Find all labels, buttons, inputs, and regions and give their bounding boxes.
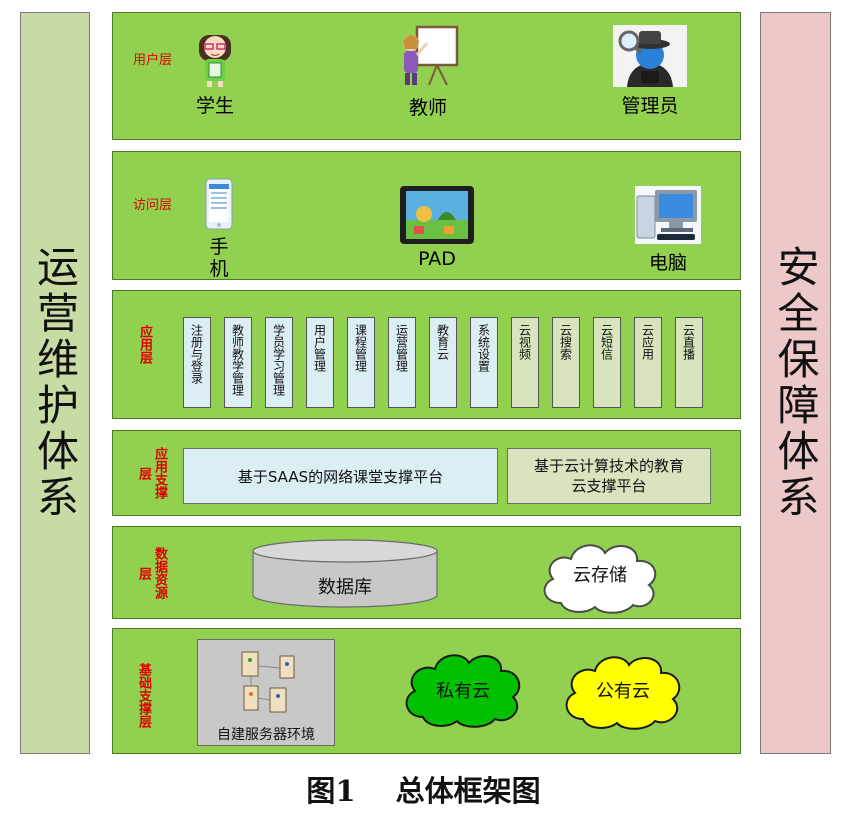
module-cloud-video: 云视频 — [511, 317, 539, 408]
cloud-platform-label: 基于云计算技术的教育云支撑平台 — [533, 457, 684, 495]
module-label: 教育云 — [435, 324, 450, 360]
application-layer-title: 应用层 — [137, 325, 152, 364]
admin-item: 管理员 — [605, 25, 695, 118]
module-label: 课程管理 — [353, 324, 368, 372]
application-support-layer: 应用支撑层 基于SAAS的网络课堂支撑平台 基于云计算技术的教育云支撑平台 — [112, 430, 741, 516]
saas-platform-box: 基于SAAS的网络课堂支撑平台 — [183, 448, 498, 504]
module-label: 系统设置 — [476, 324, 491, 372]
module-label: 云搜索 — [558, 324, 573, 360]
module-label: 云应用 — [640, 324, 655, 360]
user-layer: 用户层 学生 教师 — [112, 12, 741, 140]
module-cloud-sms: 云短信 — [593, 317, 621, 408]
data-resource-layer-title: 数据资源层 — [136, 547, 167, 599]
self-built-servers-label: 自建服务器环境 — [217, 727, 315, 743]
student-label: 学生 — [195, 95, 234, 117]
pad-item: PAD — [399, 186, 475, 270]
operations-maintenance-label: 运营维护体系 — [30, 245, 80, 521]
module-label: 运营管理 — [394, 324, 409, 372]
pad-icon — [400, 186, 474, 244]
computer-item: 电脑 — [633, 186, 703, 275]
module-cloud-search: 云搜索 — [552, 317, 580, 408]
application-layer: 应用层 注册与登录 教师教学管理 学员学习管理 用户管理 课程管理 运营管理 教… — [112, 290, 741, 419]
user-layer-title: 用户层 — [133, 53, 173, 68]
module-education-cloud: 教育云 — [429, 317, 457, 408]
student-item: 学生 — [185, 25, 245, 118]
module-label: 云视频 — [517, 324, 532, 360]
database-icon — [252, 539, 438, 608]
computer-label: 电脑 — [648, 252, 687, 274]
access-layer: 访问层 手机 PAD — [112, 151, 741, 280]
security-assurance-label: 安全保障体系 — [771, 245, 820, 521]
admin-label: 管理员 — [621, 95, 679, 117]
server-icon — [241, 651, 295, 713]
phone-label: 手机 — [209, 236, 229, 280]
private-cloud-icon — [405, 654, 521, 728]
operations-maintenance-panel: 运营维护体系 — [20, 12, 90, 754]
cloud-storage-label: 云存储 — [573, 565, 627, 586]
student-icon — [199, 35, 231, 87]
teacher-item: 教师 — [388, 23, 468, 120]
module-label: 用户管理 — [312, 324, 327, 372]
private-cloud-label: 私有云 — [436, 681, 490, 702]
module-register-login: 注册与登录 — [183, 317, 211, 408]
module-label: 云短信 — [599, 324, 614, 360]
module-label: 教师教学管理 — [230, 324, 245, 396]
figure-caption: 图1 总体框架图 — [0, 768, 847, 810]
admin-icon — [613, 25, 687, 87]
cloud-storage-icon — [543, 544, 657, 614]
infrastructure-layer: 基础支撑层 自建服务器环境 私有云 公有云 — [112, 628, 741, 754]
module-operation-management: 运营管理 — [388, 317, 416, 408]
application-support-layer-title: 应用支撑层 — [136, 447, 167, 499]
database-label: 数据库 — [318, 577, 372, 598]
phone-item: 手机 — [203, 178, 235, 280]
module-student-learning: 学员学习管理 — [265, 317, 293, 408]
module-cloud-app: 云应用 — [634, 317, 662, 408]
phone-icon — [205, 178, 233, 230]
self-built-servers-box: 自建服务器环境 — [197, 639, 335, 746]
module-course-management: 课程管理 — [347, 317, 375, 408]
module-label: 学员学习管理 — [271, 324, 286, 396]
module-cloud-live: 云直播 — [675, 317, 703, 408]
teacher-icon — [403, 25, 459, 86]
module-label: 注册与登录 — [189, 324, 204, 384]
security-assurance-panel: 安全保障体系 — [760, 12, 831, 754]
access-layer-title: 访问层 — [133, 198, 173, 213]
public-cloud-label: 公有云 — [596, 681, 650, 702]
module-teacher-teaching: 教师教学管理 — [224, 317, 252, 408]
module-user-management: 用户管理 — [306, 317, 334, 408]
cloud-platform-box: 基于云计算技术的教育云支撑平台 — [507, 448, 711, 504]
pad-label: PAD — [418, 248, 456, 270]
saas-platform-label: 基于SAAS的网络课堂支撑平台 — [237, 467, 444, 486]
public-cloud-icon — [565, 656, 681, 730]
infrastructure-layer-title: 基础支撑层 — [136, 662, 151, 728]
computer-icon — [635, 186, 701, 244]
module-label: 云直播 — [681, 324, 696, 360]
module-system-settings: 系统设置 — [470, 317, 498, 408]
figure-number: 图1 — [306, 774, 356, 808]
teacher-label: 教师 — [408, 97, 447, 119]
data-resource-layer: 数据资源层 数据库 云存储 — [112, 526, 741, 619]
figure-title: 总体框架图 — [395, 774, 541, 808]
